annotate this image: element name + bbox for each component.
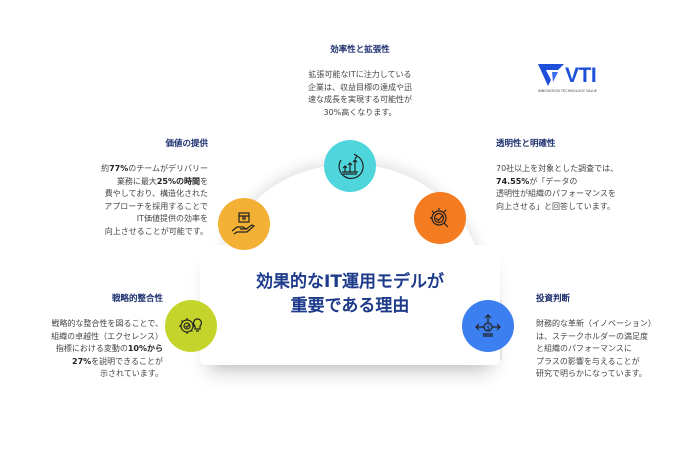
text-line: 研究で明らかになっています。 <box>536 369 647 378</box>
efficiency-title: 効率性と拡張性 <box>330 45 390 55</box>
gear-bulb-icon <box>179 318 202 334</box>
text-line: 費やしており、構造化された <box>104 189 208 198</box>
text-line: 組織の卓越性（エクセレンス） <box>51 331 163 341</box>
text-line: 戦略的な整合性を図ることで、 <box>51 319 163 328</box>
investment-text: 財務的な革新（イノベーション） は、ステークホルダーの満足度 と組織のパフォーマ… <box>536 318 696 381</box>
strategy-block: 戦略的整合性 戦略的な整合性を図ることで、 組織の卓越性（エクセレンス） 指標に… <box>22 292 163 381</box>
vti-logo: VTI INNOVATION TECHNOLOGY VALUE <box>538 62 618 98</box>
svg-text:$: $ <box>486 324 490 331</box>
text-line: 74.55%が「データの <box>496 176 578 186</box>
center-title-line2: 重要である理由 <box>290 296 410 316</box>
strategy-circle <box>165 300 217 352</box>
dollar-arrows-icon: $ <box>475 314 501 337</box>
text-line: 指標における変動の10%から <box>55 344 163 353</box>
transparency-text: 70社以上を対象とした調査では、 74.55%が「データの 透明性が組織のパフォ… <box>496 163 676 213</box>
investment-block: 投資判断 財務的な革新（イノベーション） は、ステークホルダーの満足度 と組織の… <box>536 292 696 381</box>
value-circle <box>218 198 270 250</box>
logo-text: VTI <box>565 64 597 87</box>
text-line: 拡張可能なITに注力している <box>308 70 412 79</box>
magnifier-check-icon <box>430 208 449 228</box>
value-title: 価値の提供 <box>165 139 208 149</box>
text-line: 向上させる」と回答しています。 <box>496 201 615 211</box>
value-block: 価値の提供 約77%のチームがデリバリー 業務に最大25%の時間を 費やしており… <box>60 137 208 238</box>
text-line: 透明性が組織のパフォーマンスを <box>496 189 616 198</box>
text-line: 財務的な革新（イノベーション） <box>536 319 656 328</box>
text-line: 速な成長を実現する可能性が <box>308 95 412 104</box>
efficiency-circle <box>324 140 376 192</box>
transparency-circle <box>414 192 466 244</box>
text-line: IT価値提供の効率を <box>136 214 208 223</box>
transparency-block: 透明性と明確性 70社以上を対象とした調査では、 74.55%が「データの 透明… <box>496 137 676 213</box>
center-title-line1: 効果的なIT運用モデルが <box>256 272 444 292</box>
center-title: 効果的なIT運用モデルが 重要である理由 <box>200 270 500 318</box>
center-card <box>200 245 500 365</box>
text-line: は、ステークホルダーの満足度 <box>536 331 648 341</box>
investment-circle: $ <box>462 300 514 352</box>
text-line: と組織のパフォーマンスに <box>536 344 632 353</box>
text-line: 向上させることが可能です。 <box>104 226 208 236</box>
text-line: 70社以上を対象とした調査では、 <box>496 164 619 173</box>
text-line: 約77%のチームがデリバリー <box>101 164 208 173</box>
value-text: 約77%のチームがデリバリー 業務に最大25%の時間を 費やしており、構造化され… <box>60 163 208 238</box>
hand-box-icon <box>231 212 256 235</box>
strategy-text: 戦略的な整合性を図ることで、 組織の卓越性（エクセレンス） 指標における変動の1… <box>22 318 163 381</box>
efficiency-block: 効率性と拡張性 拡張可能なITに注力している 企業は、収益目標の達成や迅 速な成… <box>270 43 450 119</box>
text-line: 30%高くなります。 <box>323 107 397 117</box>
vti-logo-mark-icon <box>538 64 564 86</box>
strategy-title: 戦略的整合性 <box>111 294 163 304</box>
text-line: 27%を説明できることが <box>72 356 163 366</box>
text-line: プラスの影響を与えることが <box>536 356 640 366</box>
investment-title: 投資判断 <box>536 294 571 304</box>
transparency-title: 透明性と明確性 <box>496 139 556 149</box>
text-line: アプローチを採用することで <box>104 201 208 211</box>
growth-chart-icon <box>338 153 364 180</box>
logo-tagline: INNOVATION TECHNOLOGY VALUE <box>538 89 598 93</box>
text-line: 示されています。 <box>100 369 163 378</box>
efficiency-text: 拡張可能なITに注力している 企業は、収益目標の達成や迅 速な成長を実現する可能… <box>270 69 450 119</box>
text-line: 企業は、収益目標の達成や迅 <box>308 82 412 92</box>
text-line: 業務に最大25%の時間を <box>116 176 208 186</box>
